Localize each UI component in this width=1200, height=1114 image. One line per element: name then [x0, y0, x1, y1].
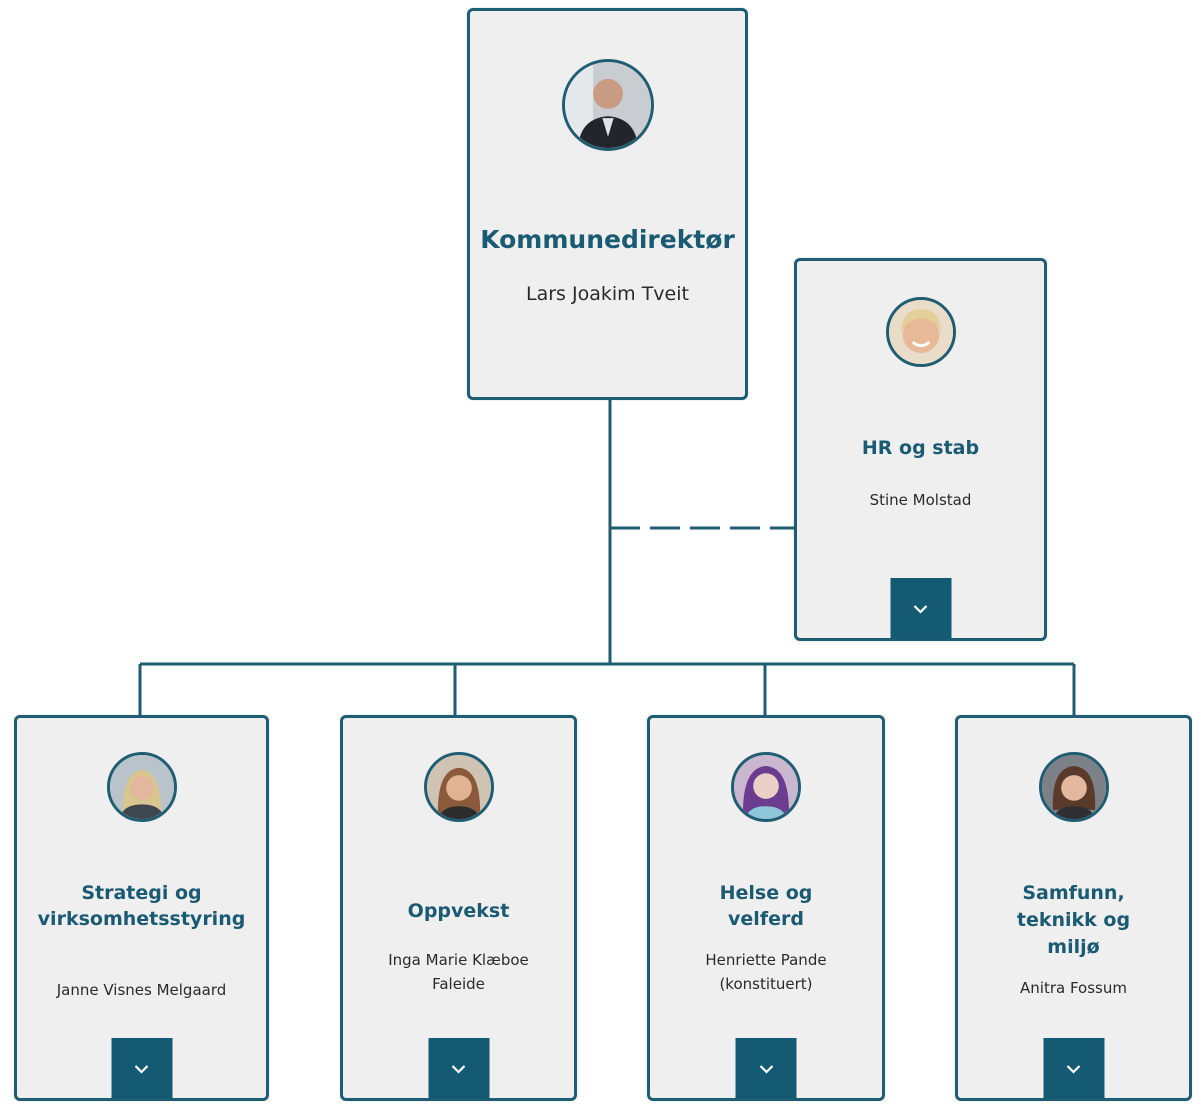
- unit-person: Janne Visnes Melgaard: [27, 978, 256, 1002]
- unit-avatar: [423, 752, 494, 822]
- chevron-down-icon: [134, 1064, 149, 1074]
- unit-card: Oppvekst Inga Marie Klæboe Faleide: [340, 715, 577, 1101]
- chevron-down-icon: [451, 1064, 466, 1074]
- unit-expand-button[interactable]: [428, 1038, 489, 1099]
- person-photo-icon: [888, 300, 953, 364]
- person-photo-icon: [426, 755, 491, 819]
- unit-avatar: [1038, 752, 1109, 822]
- unit-title-line: Helse og: [719, 882, 813, 904]
- unit-title: Samfunn, teknikk og miljø: [968, 880, 1179, 961]
- director-title: Kommunedirektør: [480, 225, 735, 254]
- chevron-down-icon: [913, 604, 928, 614]
- unit-title-line: velferd: [728, 908, 804, 930]
- unit-person-line: (konstituert): [719, 975, 813, 993]
- director-avatar: [561, 59, 654, 151]
- staff-card: HR og stab Stine Molstad: [794, 258, 1047, 641]
- unit-title-line: Strategi og: [81, 882, 202, 904]
- director-name: Lars Joakim Tveit: [526, 283, 689, 305]
- staff-name: Stine Molstad: [869, 491, 972, 509]
- staff-avatar: [885, 297, 956, 367]
- unit-title-line: virksomhetsstyring: [37, 908, 246, 930]
- unit-person: Anitra Fossum: [968, 976, 1179, 1000]
- unit-avatar: [106, 752, 177, 822]
- unit-person-line: Anitra Fossum: [1020, 979, 1127, 997]
- unit-card: Samfunn, teknikk og miljø Anitra Fossum: [955, 715, 1192, 1101]
- unit-person-line: Janne Visnes Melgaard: [56, 981, 227, 999]
- unit-expand-button[interactable]: [1043, 1038, 1104, 1099]
- chevron-down-icon: [1066, 1064, 1081, 1074]
- unit-expand-button[interactable]: [735, 1038, 797, 1099]
- unit-person: Inga Marie Klæboe Faleide: [353, 948, 564, 996]
- person-photo-icon: [109, 755, 174, 819]
- person-photo-icon: [1041, 755, 1106, 819]
- staff-title: HR og stab: [861, 437, 980, 459]
- unit-card: Strategi og virksomhetsstyring Janne Vis…: [14, 715, 269, 1101]
- person-photo-icon: [734, 755, 798, 819]
- unit-title-line: miljø: [1047, 936, 1100, 958]
- unit-person: Henriette Pande (konstituert): [660, 948, 872, 996]
- unit-title-line: teknikk og: [1016, 909, 1131, 931]
- staff-expand-button[interactable]: [890, 578, 951, 639]
- person-photo-icon: [564, 62, 651, 148]
- unit-title-line: Samfunn,: [1022, 882, 1125, 904]
- unit-title-line: Oppvekst: [407, 900, 510, 922]
- unit-person-line: Faleide: [432, 975, 485, 993]
- unit-person-line: Inga Marie Klæboe: [388, 951, 529, 969]
- unit-expand-button[interactable]: [111, 1038, 172, 1099]
- unit-title: Helse og velferd: [660, 880, 872, 932]
- chevron-down-icon: [759, 1064, 773, 1074]
- unit-card: Helse og velferd Henriette Pande (konsti…: [647, 715, 885, 1101]
- unit-title: Oppvekst: [353, 898, 564, 924]
- unit-avatar: [731, 752, 801, 822]
- unit-person-line: Henriette Pande: [705, 951, 827, 969]
- director-card: Kommunedirektør Lars Joakim Tveit: [467, 8, 748, 400]
- unit-title: Strategi og virksomhetsstyring: [27, 880, 256, 932]
